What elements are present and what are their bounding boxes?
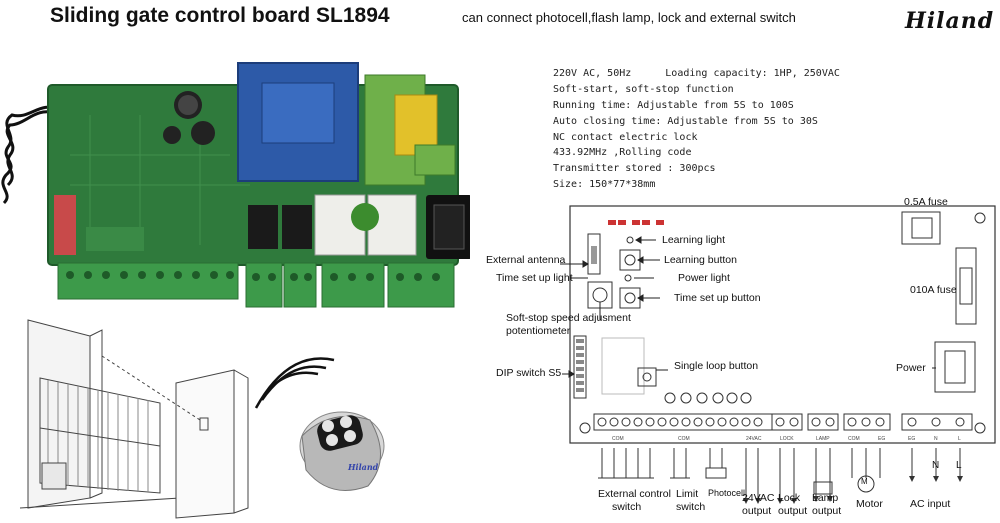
label-limit-switch: Limit	[676, 488, 699, 500]
spec-running: Running time: Adjustable from 5S to 100S	[553, 99, 794, 111]
terminal-com-1: COM	[612, 436, 624, 442]
spec-lock: NC contact electric lock	[553, 131, 698, 143]
label-power: Power	[896, 362, 926, 374]
label-soft-stop: Soft-stop speed adjusment	[506, 312, 631, 324]
label-external-switch: External control	[598, 488, 671, 500]
gate-sketch: Hiland	[19, 319, 385, 519]
board-outline	[569, 205, 996, 444]
ac-n-label: N	[932, 460, 940, 471]
label-external-switch-2: switch	[612, 501, 642, 513]
motor-icon	[857, 475, 875, 493]
terminal-com-3: COM	[848, 436, 860, 442]
pcb-photo	[1, 62, 470, 308]
terminal-eg-2: EG	[908, 436, 916, 442]
remote-brand: Hiland	[347, 462, 379, 472]
terminal-eg-1: EG	[878, 436, 886, 442]
spec-list: 220V AC, 50Hz Loading capacity: 1HP, 250V…	[553, 66, 840, 193]
label-soft-stop-2: potentiometer	[506, 325, 571, 337]
motor-m: M	[861, 477, 868, 486]
spec-load: Loading capacity: 1HP, 250VAC	[665, 68, 840, 79]
label-external-antenna: External antenna	[486, 254, 566, 266]
label-ac-input: AC input	[910, 498, 951, 510]
antenna-coil	[1, 105, 61, 205]
spec-size: Size: 150*77*38mm	[553, 179, 656, 191]
terminal-com-2: COM	[678, 436, 690, 442]
page-title: Sliding gate control board SL1894	[50, 4, 390, 27]
remote-control: Hiland	[299, 411, 385, 491]
spec-soft: Soft-start, soft-stop function	[553, 83, 734, 95]
label-learning-button: Learning button	[664, 254, 737, 266]
fuse-010a	[955, 247, 977, 325]
spec-power: 220V AC, 50Hz	[553, 68, 632, 79]
signal-icon	[254, 357, 335, 409]
spec-auto-close: Auto closing time: Adjustable from 5S to…	[553, 115, 818, 127]
spec-frequency: 433.92MHz ,Rolling code	[553, 147, 692, 159]
dip-switch-photo	[54, 195, 76, 255]
spec-row-power: 220V AC, 50Hz Loading capacity: 1HP, 250V…	[553, 66, 840, 82]
label-learning-light: Learning light	[662, 234, 726, 246]
fuse-05a	[901, 211, 941, 245]
label-fuse-05a: 0.5A fuse	[904, 196, 948, 208]
label-power-light: Power light	[678, 272, 730, 284]
terminal-l: L	[958, 436, 961, 442]
label-lamp: Lamp	[812, 492, 839, 504]
label-fuse-010a: 010A fuse	[910, 284, 957, 296]
ac-l-label: L	[956, 460, 962, 471]
spec-transmitters: Transmitter stored : 300pcs	[553, 163, 716, 175]
label-lock: Lock	[778, 492, 801, 504]
label-time-setup-button: Time set up button	[674, 292, 761, 304]
brand-logo: Hiland	[905, 8, 995, 34]
label-time-setup-light: Time set up light	[496, 272, 573, 284]
page-subtitle: can connect photocell,flash lamp, lock a…	[462, 10, 796, 25]
power-switch-diagram	[934, 341, 976, 393]
label-limit-switch-2: switch	[676, 501, 706, 513]
label-single-loop: Single loop button	[674, 360, 759, 372]
label-motor: Motor	[856, 498, 883, 510]
label-24vac: 24VAC	[742, 492, 775, 504]
label-lock-2: output	[778, 505, 808, 517]
terminal-24vac: 24VAC	[746, 436, 762, 442]
terminal-strips	[593, 413, 973, 431]
label-photocell: Photocell	[708, 488, 746, 498]
label-dip-switch: DIP switch S5	[496, 367, 562, 379]
label-24vac-2: output	[742, 505, 772, 517]
screw-terminals	[57, 262, 455, 308]
terminal-n: N	[934, 436, 938, 442]
terminal-lamp: LAMP	[816, 436, 830, 442]
label-lamp-2: output	[812, 505, 842, 517]
terminal-lock: LOCK	[780, 436, 794, 442]
wiring-diagram: Learning light Learning button Power lig…	[470, 186, 1000, 523]
